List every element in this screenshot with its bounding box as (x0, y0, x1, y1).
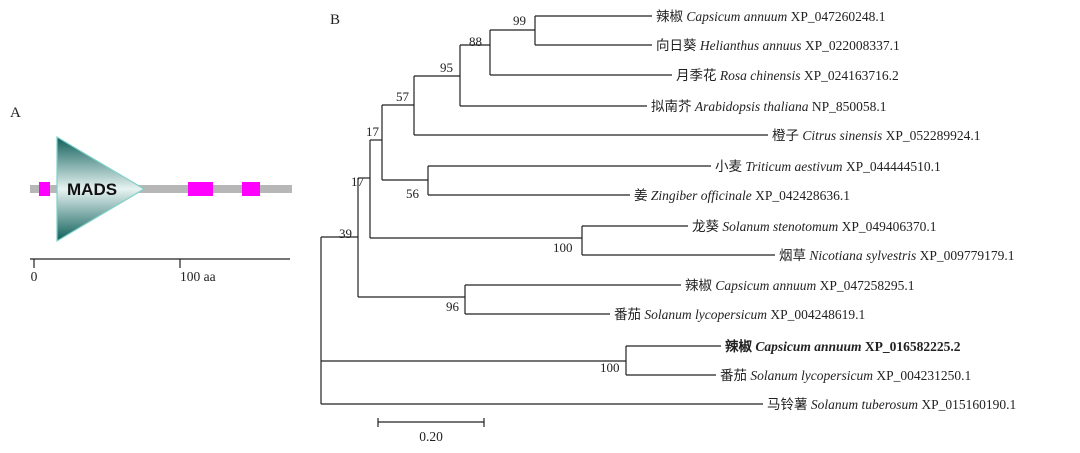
taxon-labels: 辣椒 Capsicum annuum XP_047260248.1 向日葵 He… (614, 9, 1016, 412)
taxon-label-highlighted: 辣椒 Capsicum annuum XP_016582225.2 (725, 338, 961, 354)
panel-b: B (320, 9, 1016, 444)
bootstrap-values: 99 88 95 57 17 56 17 100 39 96 100 (339, 13, 620, 375)
bootstrap-label: 100 (553, 240, 573, 255)
motif-box-1 (39, 182, 50, 196)
taxon-label: 龙葵 Solanum stenotomum XP_049406370.1 (692, 219, 937, 234)
motif-box-3 (242, 182, 260, 196)
taxon-label: 月季花 Rosa chinensis XP_024163716.2 (676, 68, 899, 83)
bootstrap-label: 56 (406, 186, 420, 201)
bootstrap-label: 88 (469, 34, 482, 49)
taxon-label: 小麦 Triticum aestivum XP_044444510.1 (715, 159, 941, 174)
mads-domain-label: MADS (67, 180, 117, 199)
bootstrap-label: 96 (446, 299, 460, 314)
panel-b-label: B (330, 12, 340, 28)
taxon-label: 姜 Zingiber officinale XP_042428636.1 (634, 188, 850, 203)
length-axis-label-0: 0 (31, 269, 38, 284)
taxon-label: 拟南芥 Arabidopsis thaliana NP_850058.1 (651, 99, 887, 114)
taxon-label: 橙子 Citrus sinensis XP_052289924.1 (772, 128, 981, 143)
mads-domain-shape (56, 135, 146, 243)
tree-branches (320, 15, 775, 405)
bootstrap-label: 57 (396, 89, 410, 104)
panel-a-label: A (10, 105, 21, 121)
taxon-label: 马铃薯 Solanum tuberosum XP_015160190.1 (767, 397, 1016, 412)
scale-bar: 0.20 (377, 418, 485, 444)
bootstrap-label: 17 (366, 124, 380, 139)
protein-backbone (30, 185, 292, 193)
taxon-label: 辣椒 Capsicum annuum XP_047258295.1 (685, 278, 915, 293)
taxon-label: 辣椒 Capsicum annuum XP_047260248.1 (656, 9, 886, 24)
length-axis-label-100: 100 aa (180, 269, 216, 284)
bootstrap-label: 39 (339, 226, 352, 241)
taxon-label: 向日葵 Helianthus annuus XP_022008337.1 (656, 38, 900, 53)
panel-a: A MADS 0 100 aa (10, 105, 292, 284)
bootstrap-label: 99 (513, 13, 526, 28)
taxon-label: 番茄 Solanum lycopersicum XP_004231250.1 (720, 367, 971, 383)
motif-box-2 (188, 182, 213, 196)
taxon-label: 烟草 Nicotiana sylvestris XP_009779179.1 (779, 248, 1015, 263)
taxon-label: 番茄 Solanum lycopersicum XP_004248619.1 (614, 306, 865, 322)
bootstrap-label: 100 (600, 360, 620, 375)
bootstrap-label: 95 (440, 60, 453, 75)
bootstrap-label: 17 (351, 174, 365, 189)
scale-bar-label: 0.20 (419, 429, 443, 444)
